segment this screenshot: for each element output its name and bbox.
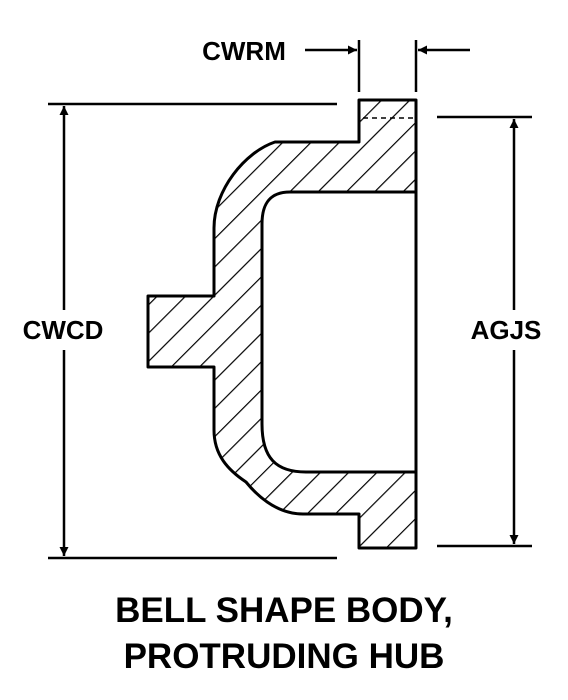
agjs-label: AGJS [471, 315, 542, 345]
cwrm-label: CWRM [202, 36, 286, 66]
body-section [146, 98, 418, 550]
caption-line-2: PROTRUDING HUB [124, 637, 445, 676]
cwcd-label: CWCD [23, 315, 104, 345]
caption-line-1: BELL SHAPE BODY, [115, 591, 453, 630]
